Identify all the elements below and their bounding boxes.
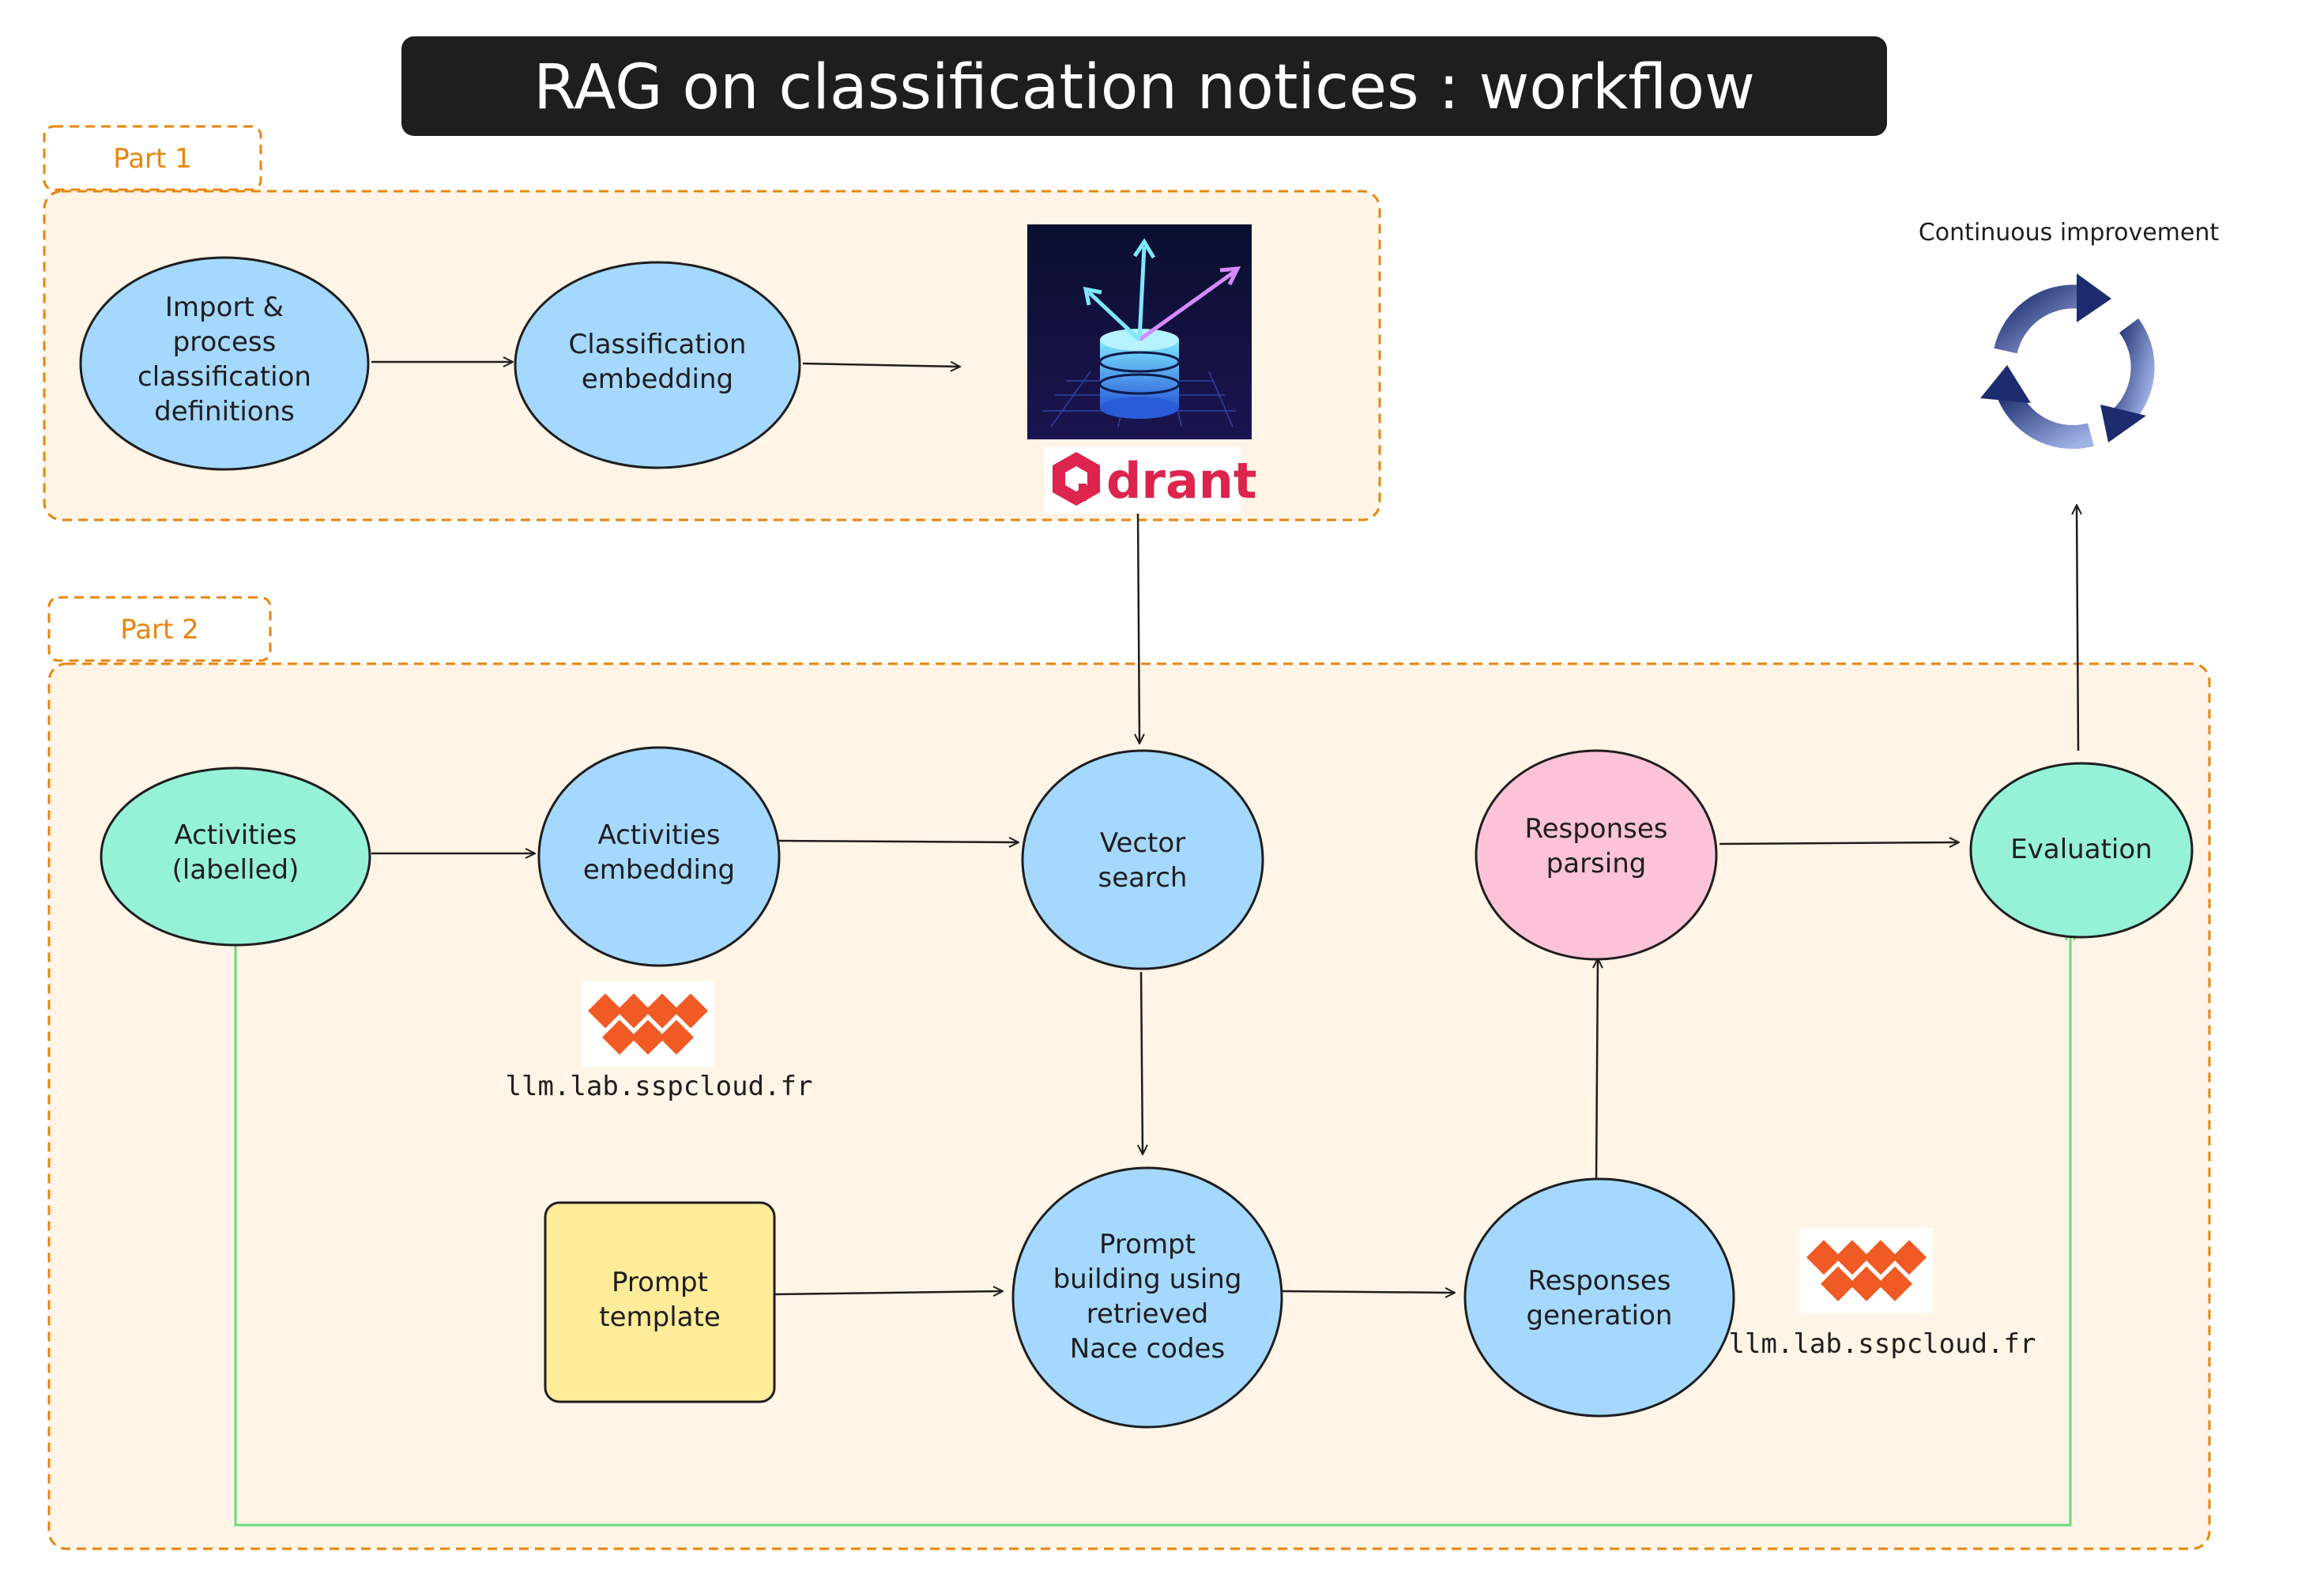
llm-label-2: llm.lab.sspcloud.fr bbox=[1729, 1328, 2036, 1360]
edges bbox=[371, 362, 2078, 1294]
node-import-line-4: definitions bbox=[154, 396, 295, 427]
llm-logo-1: llm.lab.sspcloud.fr bbox=[506, 981, 813, 1102]
diamond-tile bbox=[602, 1019, 637, 1055]
node-import-process[interactable]: Import & process classification definiti… bbox=[79, 256, 370, 471]
edge-embedding-to-qdrant bbox=[802, 363, 959, 367]
node-evaluation[interactable]: Evaluation bbox=[1969, 762, 2194, 939]
edge-embedding-to-vector-search bbox=[778, 841, 1018, 842]
diamond-tile bbox=[1892, 1240, 1927, 1275]
edge-parsing-to-evaluation bbox=[1719, 842, 1958, 844]
edge-vector-search-to-prompt-building bbox=[1141, 971, 1143, 1154]
node-activities-embedding[interactable]: Activities embedding bbox=[537, 746, 781, 967]
node-parsing-line-1: Responses bbox=[1524, 813, 1667, 845]
title-background bbox=[401, 36, 1887, 136]
edge-prompt-building-to-generation bbox=[1281, 1291, 1454, 1293]
diamond-tile bbox=[659, 1019, 694, 1055]
cycle-arrows-icon bbox=[1980, 273, 2155, 450]
diamond-tile bbox=[1878, 1266, 1912, 1301]
llm-logo-2: llm.lab.sspcloud.fr bbox=[1729, 1228, 2036, 1360]
qdrant-wordmark: drant bbox=[1106, 452, 1257, 510]
edge-activities-to-evaluation bbox=[234, 936, 2070, 1527]
diamond-tile bbox=[631, 1019, 665, 1055]
node-evaluation-label: Evaluation bbox=[2010, 834, 2152, 865]
sspcloud-icon bbox=[1800, 1228, 1933, 1313]
part1-tag bbox=[43, 125, 262, 191]
vector-arrows-icon bbox=[1083, 238, 1241, 342]
edge-qdrant-to-vector-search bbox=[1138, 513, 1139, 743]
node-classification-embedding[interactable]: Classification embedding bbox=[514, 261, 801, 469]
node-activities-line-2: (labelled) bbox=[172, 854, 299, 886]
llm-label-1: llm.lab.sspcloud.fr bbox=[506, 1071, 813, 1102]
node-generation-line-2: generation bbox=[1527, 1300, 1673, 1331]
diamond-tile bbox=[1806, 1240, 1841, 1275]
edge-generation-to-parsing bbox=[1596, 959, 1598, 1183]
diamond-tile bbox=[1821, 1266, 1855, 1301]
node-building-line-4: Nace codes bbox=[1070, 1333, 1225, 1365]
node-act-embed-line-1: Activities bbox=[597, 819, 720, 851]
title-banner: RAG on classification notices : workflow bbox=[401, 36, 1887, 136]
node-building-line-3: retrieved bbox=[1087, 1298, 1208, 1330]
node-activities-line-1: Activities bbox=[174, 819, 296, 851]
part2-label: Part 2 bbox=[120, 614, 199, 646]
diamond-tile bbox=[1863, 1240, 1898, 1275]
node-prompt-building[interactable]: Prompt building using retrieved Nace cod… bbox=[1011, 1166, 1283, 1429]
page-title: RAG on classification notices : workflow bbox=[533, 52, 1755, 123]
node-template-line-1: Prompt bbox=[612, 1267, 708, 1298]
diamond-tile bbox=[616, 993, 651, 1029]
node-class-embed-line-2: embedding bbox=[582, 363, 733, 395]
diamond-tile bbox=[588, 993, 623, 1029]
edge-evaluation-to-improvement bbox=[2077, 506, 2078, 751]
part1-label: Part 1 bbox=[113, 143, 192, 175]
node-building-line-1: Prompt bbox=[1099, 1229, 1196, 1260]
node-class-embed-line-1: Classification bbox=[569, 329, 747, 360]
qdrant-brand-mark: drant bbox=[1045, 447, 1257, 514]
node-responses-generation[interactable]: Responses generation bbox=[1463, 1177, 1735, 1418]
edge-template-to-prompt-building bbox=[774, 1291, 1002, 1294]
diamond-tile bbox=[645, 993, 680, 1029]
node-vector-search[interactable]: Vector search bbox=[1021, 749, 1264, 970]
diamond-tile bbox=[673, 993, 708, 1029]
continuous-improvement-label: Continuous improvement bbox=[1919, 219, 2220, 247]
node-template-line-2: template bbox=[599, 1301, 720, 1333]
node-prompt-template[interactable]: Prompt template bbox=[544, 1201, 776, 1403]
node-responses-parsing[interactable]: Responses parsing bbox=[1475, 749, 1718, 961]
database-icon bbox=[1098, 329, 1181, 419]
node-generation-line-1: Responses bbox=[1527, 1265, 1670, 1297]
diamond-tile bbox=[1849, 1266, 1884, 1301]
part2-tag bbox=[47, 596, 272, 662]
node-parsing-line-2: parsing bbox=[1546, 848, 1647, 879]
qdrant-logo: drant bbox=[1027, 224, 1257, 514]
node-import-line-2: process bbox=[173, 326, 277, 358]
node-vector-search-line-1: Vector bbox=[1100, 827, 1185, 859]
nodes: Import & process classification definiti… bbox=[79, 256, 2194, 1429]
sspcloud-icon bbox=[582, 981, 714, 1067]
node-act-embed-line-2: embedding bbox=[583, 854, 735, 886]
node-building-line-2: building using bbox=[1053, 1264, 1242, 1295]
node-activities-labelled[interactable]: Activities (labelled) bbox=[100, 766, 371, 947]
node-import-line-1: Import & bbox=[165, 292, 284, 323]
diamond-tile bbox=[1835, 1240, 1870, 1275]
node-import-line-3: classification bbox=[137, 361, 311, 393]
continuous-improvement: Continuous improvement bbox=[1919, 219, 2220, 450]
node-vector-search-line-2: search bbox=[1098, 862, 1188, 894]
